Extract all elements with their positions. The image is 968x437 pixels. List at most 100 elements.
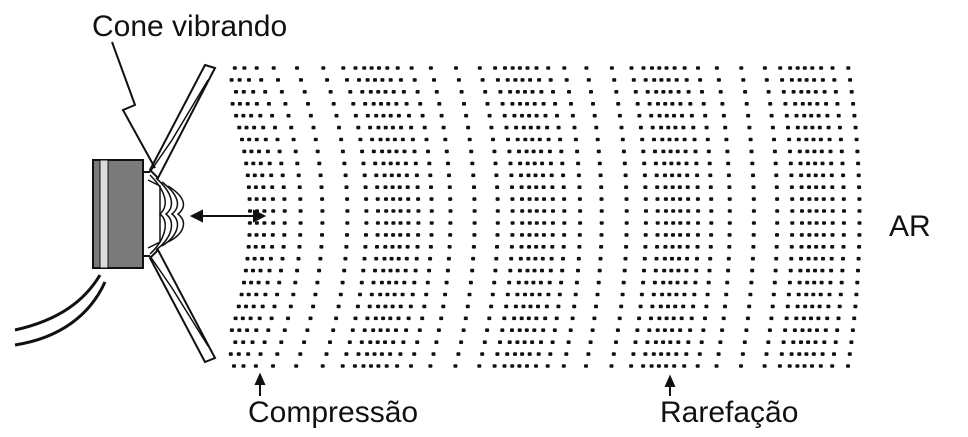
air-particle [258, 161, 263, 166]
air-particle [678, 102, 683, 106]
air-particle [682, 66, 687, 70]
air-particle [262, 233, 266, 237]
air-particle [592, 113, 597, 118]
air-particle [775, 233, 779, 237]
air-particle [791, 340, 796, 344]
air-particle [527, 209, 532, 213]
air-particle [830, 185, 835, 189]
air-particle [495, 197, 500, 201]
air-particle [705, 292, 710, 297]
air-particle [660, 292, 665, 297]
air-particle [550, 245, 555, 249]
air-particle [409, 364, 413, 368]
air-particle [510, 102, 515, 106]
air-particle [286, 316, 290, 321]
air-particle [662, 256, 667, 261]
air-particle [297, 245, 302, 249]
air-particle [647, 328, 652, 332]
air-particle [570, 316, 575, 321]
air-particle [388, 78, 393, 82]
air-particle [661, 90, 666, 94]
air-particle [609, 66, 614, 70]
air-particle [851, 102, 856, 106]
air-particle [367, 304, 372, 309]
air-particle [534, 113, 539, 118]
air-particle [694, 161, 699, 166]
air-particle [841, 197, 846, 201]
air-particle [544, 304, 549, 309]
air-particle [298, 233, 303, 237]
air-particle [799, 340, 803, 344]
air-particle [774, 185, 779, 189]
air-particle [633, 90, 638, 94]
air-particle [263, 292, 268, 297]
air-particle [573, 137, 578, 142]
air-particle [251, 268, 255, 273]
air-particle [684, 268, 689, 273]
air-particle [268, 256, 273, 261]
air-particle [854, 292, 859, 297]
air-particle [695, 233, 700, 237]
air-particle [680, 113, 684, 118]
air-particle [534, 233, 539, 237]
air-particle [651, 292, 656, 297]
air-particle [704, 125, 709, 130]
air-particle [673, 125, 678, 130]
air-particle [549, 256, 554, 261]
air-particle [477, 66, 482, 70]
air-particle [829, 161, 834, 166]
air-particle [819, 66, 824, 70]
air-particle [385, 292, 390, 297]
air-particle [825, 113, 830, 118]
air-particle [695, 197, 700, 201]
air-particle [492, 280, 497, 285]
air-particle [826, 304, 831, 309]
air-particle [638, 304, 643, 309]
air-particle [841, 233, 846, 237]
air-particle [574, 280, 579, 285]
air-particle [245, 328, 250, 332]
air-particle [686, 340, 691, 344]
air-particle [655, 209, 660, 213]
air-particle [675, 280, 680, 285]
air-particle [361, 268, 366, 273]
air-particle [531, 149, 536, 154]
air-particle [417, 328, 422, 332]
air-particle [391, 233, 396, 237]
air-particle [678, 209, 683, 213]
air-particle [709, 197, 714, 201]
air-particle [840, 161, 845, 166]
air-particle [517, 268, 522, 273]
air-particle [229, 328, 234, 332]
air-particle [299, 78, 303, 82]
air-particle [500, 328, 505, 332]
air-particle [525, 66, 530, 70]
air-particle [812, 280, 817, 285]
air-particle [515, 137, 520, 142]
air-particle [686, 233, 690, 237]
air-particle [510, 197, 515, 201]
air-particle [429, 221, 434, 225]
air-particle [751, 233, 756, 237]
air-particle [370, 137, 375, 142]
air-particle [790, 209, 795, 213]
air-particle [599, 221, 604, 225]
air-particle [265, 280, 270, 285]
air-particle [294, 364, 299, 368]
air-particle [671, 233, 675, 237]
air-particle [788, 268, 793, 273]
air-particle [643, 233, 648, 237]
air-particle [836, 113, 841, 118]
air-particle [664, 209, 668, 213]
air-particle [830, 221, 835, 225]
air-particle [340, 364, 345, 368]
air-particle [832, 78, 837, 82]
air-particle [800, 209, 804, 213]
air-particle [262, 197, 267, 201]
air-particle [368, 340, 373, 344]
air-particle [271, 66, 276, 70]
air-particle [234, 90, 238, 94]
air-particle [534, 197, 539, 201]
air-particle [789, 245, 794, 249]
air-particle [251, 304, 256, 309]
